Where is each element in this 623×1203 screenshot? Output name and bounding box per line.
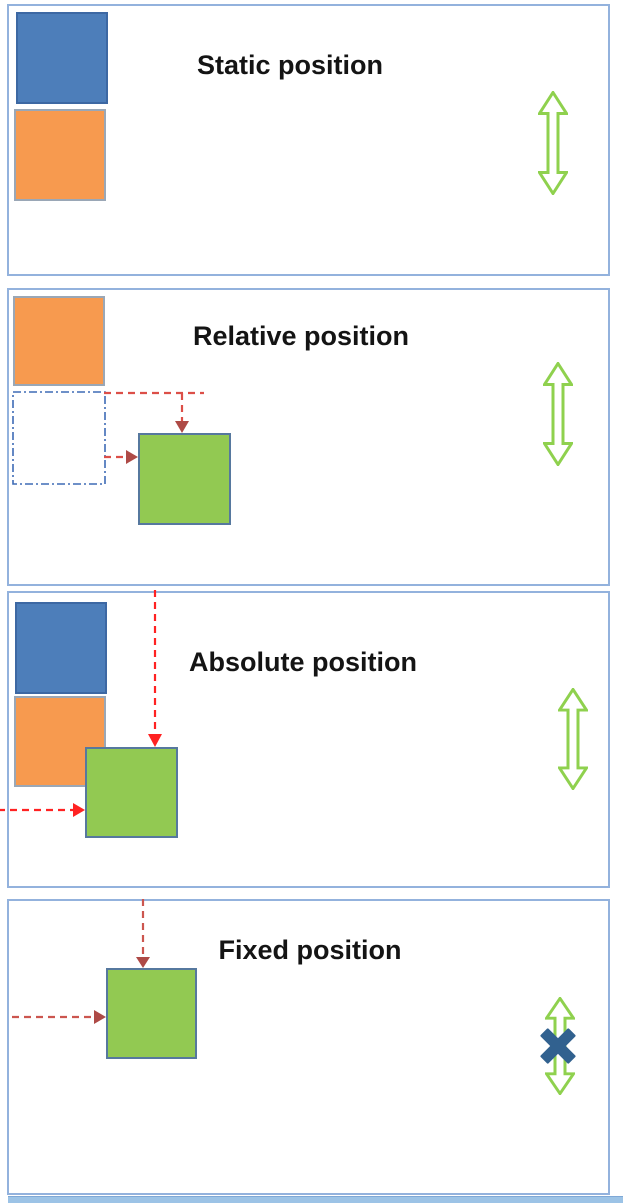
green-box [85, 747, 178, 838]
panel-title: Static position [196, 50, 383, 80]
offset-arrows [12, 899, 150, 1024]
left-offset-arrowhead [126, 450, 138, 464]
left-offset-arrowhead [73, 803, 85, 817]
top-offset-arrowhead [175, 421, 189, 433]
orange-box [13, 296, 105, 386]
blue-box [15, 602, 107, 694]
no-scroll-cross-icon [540, 1028, 576, 1064]
original-position-ghost-box [12, 391, 106, 485]
panel-title: Fixed position [218, 935, 402, 965]
panel-relative-position: Relative position [7, 288, 610, 586]
top-offset-arrowhead [148, 734, 162, 747]
panel-static-position: Static position [7, 4, 610, 276]
panel-absolute-position: Absolute position [0, 590, 610, 888]
panel-title: Relative position [192, 321, 410, 351]
left-offset-arrowhead [94, 1010, 106, 1024]
panel-title: Absolute position [189, 647, 417, 677]
panel-fixed-position: Fixed position [7, 899, 610, 1195]
blue-box [16, 12, 108, 104]
vertical-scroll-arrow-icon [538, 91, 568, 195]
bottom-edge-strip [8, 1196, 623, 1203]
orange-box [14, 109, 106, 201]
green-box [138, 433, 231, 525]
green-box [106, 968, 197, 1059]
offset-arrows [0, 590, 162, 817]
top-offset-arrowhead [136, 957, 150, 968]
offset-arrows [104, 391, 204, 464]
